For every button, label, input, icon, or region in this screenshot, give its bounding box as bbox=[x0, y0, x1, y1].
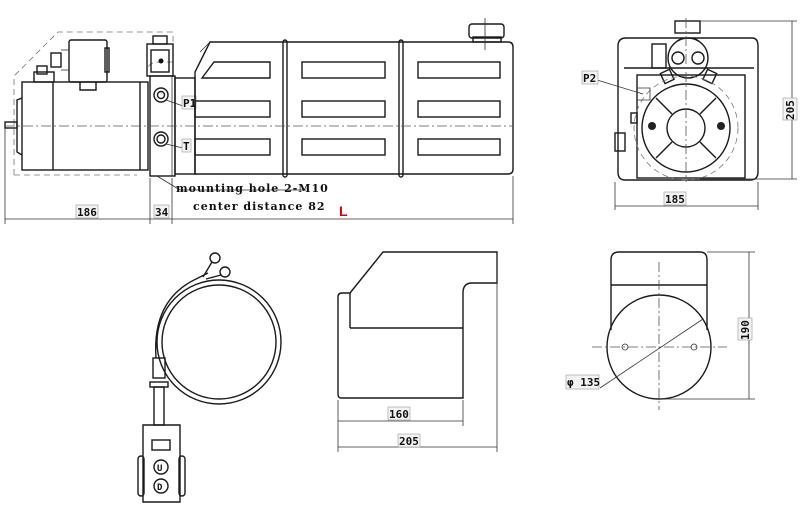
ring-terminal bbox=[209, 252, 221, 264]
port-p1 bbox=[153, 87, 169, 103]
relay bbox=[68, 39, 108, 83]
dim-190: 190 bbox=[739, 320, 752, 340]
oil-tank bbox=[194, 41, 514, 175]
tank-end-outline bbox=[617, 37, 759, 181]
ring-terminal bbox=[219, 266, 231, 278]
down-button-label: D bbox=[157, 483, 163, 493]
motor-flange bbox=[641, 83, 731, 173]
dim-186: 186 bbox=[77, 206, 97, 219]
dim-34: 34 bbox=[155, 206, 169, 219]
filler-cap bbox=[468, 23, 505, 39]
dim-diameter-135: φ 135 bbox=[567, 376, 600, 389]
port-p2-label: P2 bbox=[583, 72, 596, 85]
up-button bbox=[153, 459, 169, 475]
dim-185: 185 bbox=[665, 193, 685, 206]
end-view: P2 205 185 bbox=[581, 18, 798, 210]
tank-outline bbox=[337, 251, 498, 399]
motor-end-view: φ 135 190 bbox=[565, 251, 755, 410]
tank-rib bbox=[282, 39, 288, 178]
port-t bbox=[153, 131, 169, 147]
mounting-note-line2: center distance 82 bbox=[193, 200, 326, 213]
pendant-body bbox=[142, 424, 181, 503]
motor-hidden-outline bbox=[13, 31, 174, 175]
cable-coil bbox=[156, 279, 282, 405]
valve-coil-top bbox=[667, 37, 709, 79]
dim-205-height: 205 bbox=[784, 100, 797, 120]
port-p1-label: P1 bbox=[183, 97, 197, 110]
tank-side-view: 160 205 bbox=[337, 251, 498, 452]
mounting-note-line1: mounting hole 2-M10 bbox=[176, 182, 329, 195]
up-button-label: U bbox=[157, 464, 162, 474]
pendant-control: U D bbox=[137, 252, 282, 503]
block-face bbox=[636, 74, 746, 179]
tank-rib bbox=[398, 39, 404, 178]
side-view: P1 T mounting hole 2-M10 center di bbox=[4, 18, 514, 224]
dim-L: L bbox=[339, 203, 348, 219]
dim-160: 160 bbox=[389, 408, 409, 421]
dim-205-length: 205 bbox=[399, 435, 419, 448]
motor-terminal bbox=[33, 71, 55, 83]
down-button bbox=[153, 478, 169, 494]
port-t-label: T bbox=[183, 140, 190, 153]
